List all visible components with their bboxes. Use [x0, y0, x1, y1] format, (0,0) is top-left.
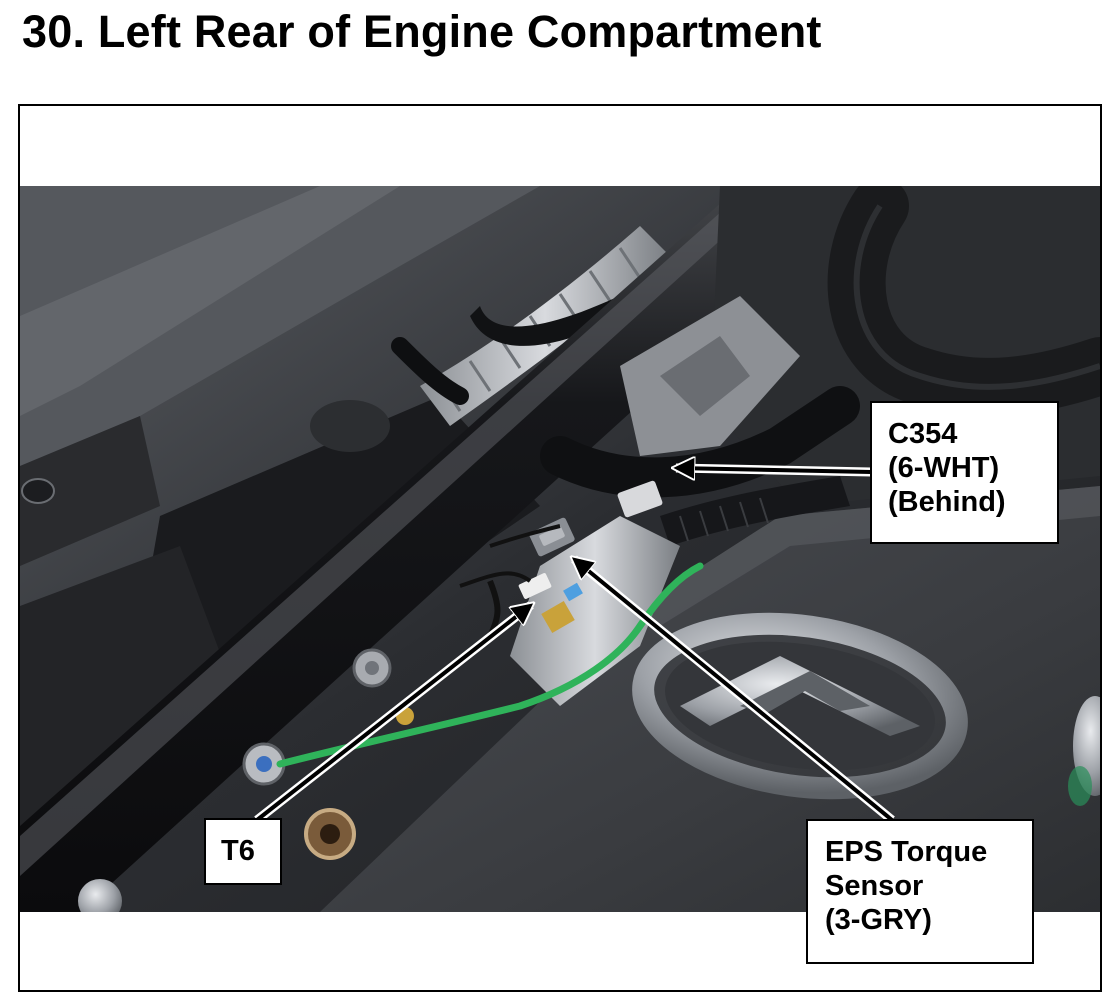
page-title: 30. Left Rear of Engine Compartment [22, 6, 822, 57]
callout-c354-line2: (6-WHT) [888, 452, 1000, 484]
engine-hose [827, 186, 1100, 416]
callout-c354-line1: C354 [888, 418, 958, 450]
ribbed-hose [660, 476, 850, 546]
callout-eps-torque-sensor: EPS Torque Sensor (3-GRY) [806, 819, 1034, 964]
callout-t6: T6 [204, 818, 282, 885]
callout-eps-line1: EPS Torque [825, 836, 988, 868]
t6-terminal [518, 573, 552, 599]
c354-connector [617, 480, 663, 518]
callout-eps-line3: (3-GRY) [825, 904, 932, 936]
bolt-icon [352, 648, 392, 688]
engine-photo [20, 186, 1100, 912]
callout-c354-line3: (Behind) [888, 486, 1006, 518]
callout-eps-line2: Sensor [825, 870, 924, 902]
eps-connector [529, 517, 575, 557]
callout-t6-line1: T6 [221, 835, 255, 867]
callout-c354: C354 (6-WHT) (Behind) [870, 401, 1059, 544]
